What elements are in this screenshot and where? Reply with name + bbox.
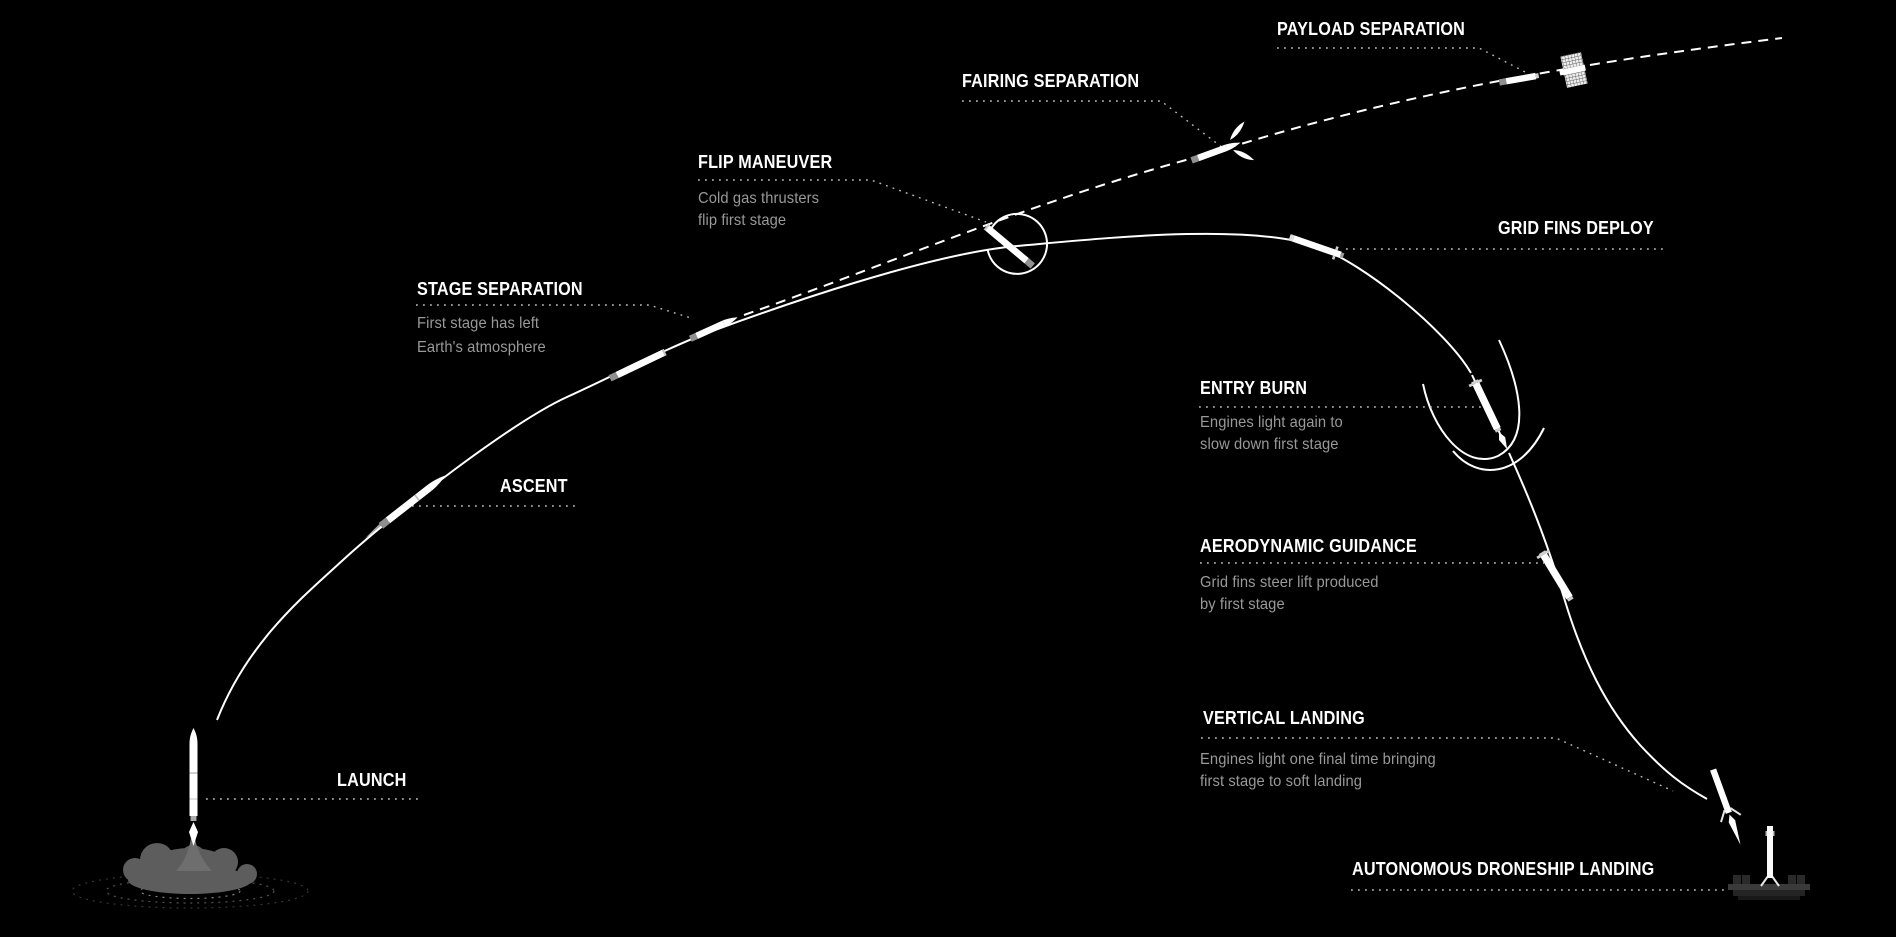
launch-pad: [71, 728, 309, 909]
payload-separation-stage-icon: [1498, 72, 1540, 86]
flip-maneuver-circle: [986, 212, 1049, 275]
entry-burn-arcs: [1422, 339, 1545, 471]
label-entry-burn: ENTRY BURN: [1200, 378, 1308, 398]
label-aerodynamic-guidance: AERODYNAMIC GUIDANCE: [1200, 536, 1417, 556]
satellite-icon: [1556, 51, 1589, 89]
ascent-rocket-icon: [362, 472, 448, 542]
label-payload-separation: PAYLOAD SEPARATION: [1277, 19, 1466, 39]
leader-fairing-separation: [962, 100, 1224, 149]
leader-lines: [206, 47, 1728, 891]
landed-rocket-icon: [1760, 826, 1780, 887]
launch-rocket-icon: [189, 728, 198, 846]
label-vertical-landing: VERTICAL LANDING: [1203, 708, 1365, 728]
label-droneship-landing: AUTONOMOUS DRONESHIP LANDING: [1352, 859, 1655, 879]
fairing-halves-icon: [1230, 121, 1255, 161]
label-grid-fins-deploy: GRID FINS DEPLOY: [1498, 218, 1654, 238]
grid-fins-rocket-icon: [1287, 230, 1346, 263]
desc-entry-burn: Engines light again to slow down first s…: [1200, 414, 1343, 453]
landing-burn-rocket-icon: [1702, 764, 1752, 850]
desc-aerodynamic-guidance: Grid fins steer lift produced by first s…: [1200, 574, 1379, 613]
label-ascent: ASCENT: [500, 476, 568, 496]
smoke-cloud: [123, 838, 257, 894]
separation-first-stage-icon: [608, 349, 667, 382]
droneship: [1728, 826, 1810, 900]
separation-second-stage-icon: [688, 314, 740, 342]
leader-flip-maneuver: [698, 179, 987, 223]
leader-stage-separation: [416, 304, 692, 319]
label-stage-separation: STAGE SEPARATION: [417, 279, 583, 299]
second-stage-trajectory: [743, 37, 1783, 316]
aero-guidance-rocket-icon: [1535, 548, 1578, 604]
entry-burn-rocket-icon: [1468, 378, 1513, 453]
desc-stage-separation: First stage has left Earth's atmosphere: [417, 315, 546, 356]
label-flip-maneuver: FLIP MANEUVER: [698, 152, 833, 172]
desc-flip-maneuver: Cold gas thrusters flip first stage: [698, 190, 820, 229]
label-fairing-separation: FAIRING SEPARATION: [962, 71, 1140, 91]
label-launch: LAUNCH: [337, 770, 407, 790]
fairing-separation-stage-icon: [1190, 139, 1242, 164]
flip-first-stage-icon: [983, 224, 1035, 269]
leader-payload-separation: [1277, 47, 1530, 75]
desc-vertical-landing: Engines light one final time bringing fi…: [1200, 751, 1436, 790]
